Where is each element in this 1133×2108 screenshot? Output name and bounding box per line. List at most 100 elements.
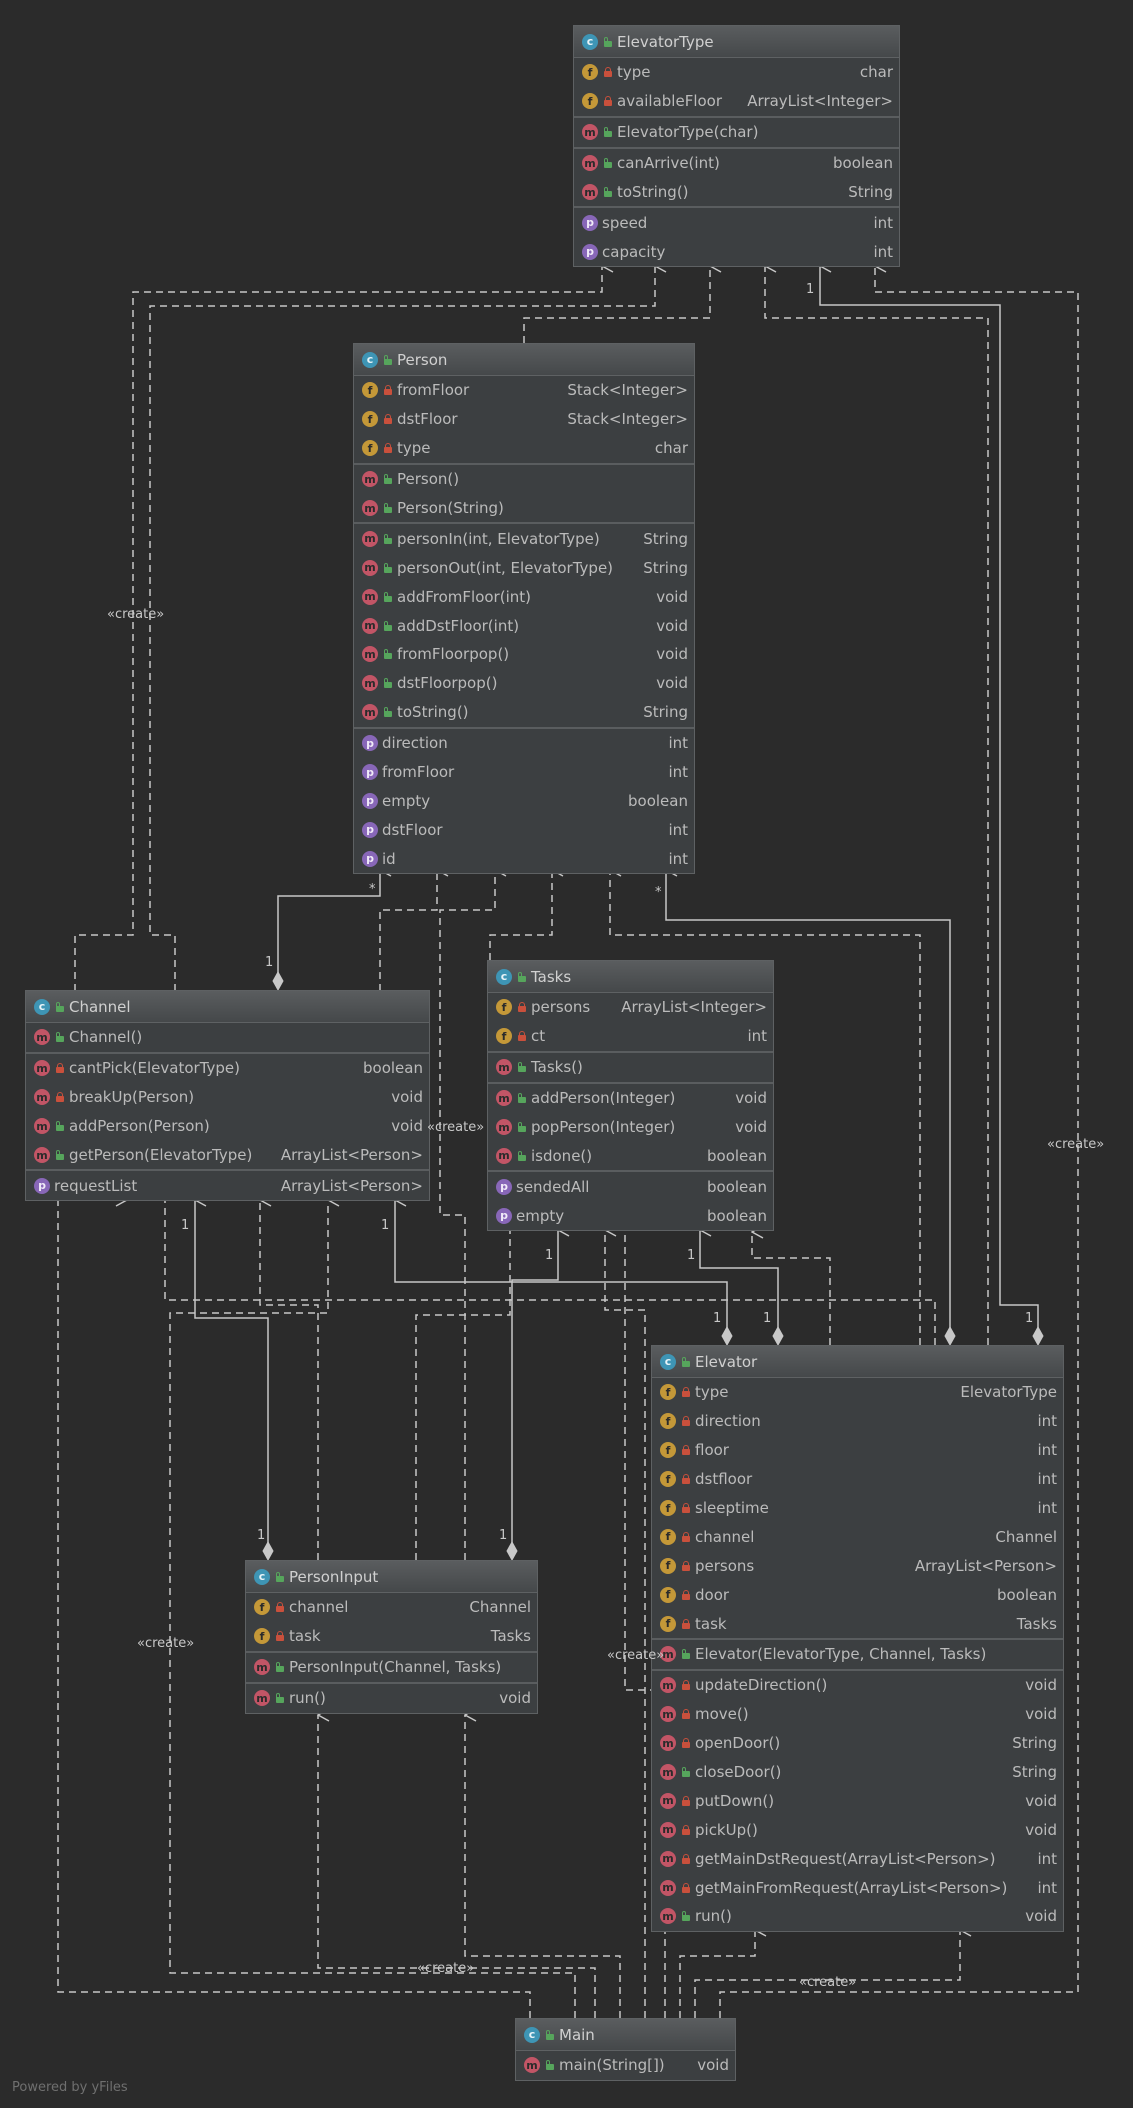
member-type: void (656, 674, 688, 693)
diamond-channel-person (272, 970, 284, 992)
label-create-main-elevator: «create» (799, 1975, 857, 1990)
mult-elevatortype-one: 1 (806, 282, 815, 297)
member-type: String (643, 529, 688, 548)
mult-personinput-one-a: 1 (257, 1528, 266, 1543)
member-type: boolean (997, 1585, 1057, 1604)
member-name: dstFloor (397, 410, 458, 429)
method-icon: m (660, 1792, 676, 1809)
member-name: persons (695, 1556, 755, 1575)
method-icon: m (660, 1677, 676, 1694)
member-name: empty (516, 1206, 565, 1225)
member-type: char (859, 63, 893, 82)
edge-main-dep-personinput (465, 1715, 621, 2018)
class-name: ElevatorType (617, 32, 714, 51)
method-icon: m (660, 1735, 676, 1752)
private-lock-icon (681, 1503, 691, 1513)
member-type: ArrayList<Person> (280, 1146, 423, 1164)
member-name: task (289, 1627, 321, 1646)
private-lock-icon (383, 443, 393, 454)
member-name: updateDirection() (695, 1676, 828, 1695)
